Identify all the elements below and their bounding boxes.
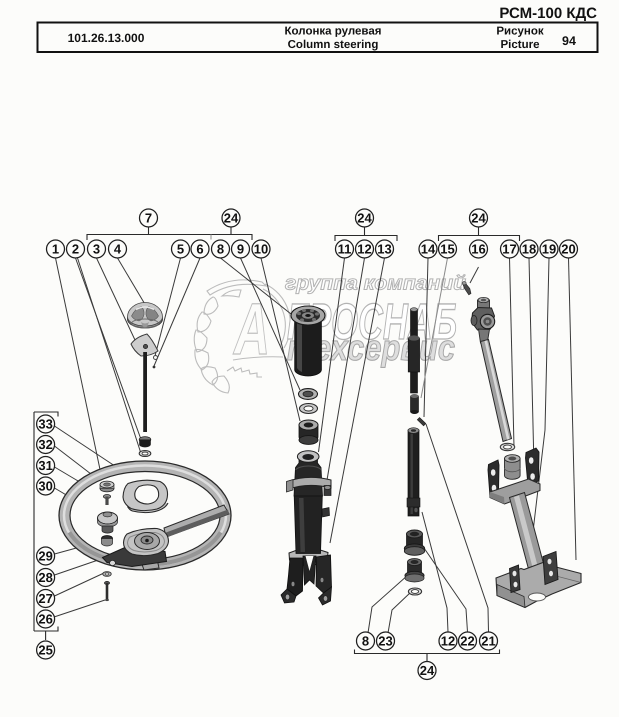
svg-text:23: 23: [378, 634, 392, 649]
svg-text:16: 16: [471, 242, 485, 257]
svg-text:25: 25: [38, 643, 52, 658]
svg-text:Column steering: Column steering: [288, 39, 379, 51]
svg-text:5: 5: [177, 242, 184, 257]
svg-text:24: 24: [224, 211, 239, 226]
svg-text:22: 22: [460, 634, 474, 649]
svg-text:26: 26: [38, 612, 52, 627]
svg-text:10: 10: [254, 242, 268, 257]
svg-text:12: 12: [441, 634, 455, 649]
svg-text:101.26.13.000: 101.26.13.000: [68, 31, 145, 45]
svg-text:4: 4: [114, 242, 122, 257]
svg-text:группа компаний: группа компаний: [285, 273, 466, 295]
svg-text:31: 31: [38, 458, 52, 473]
svg-text:30: 30: [38, 479, 52, 494]
svg-text:1: 1: [52, 242, 59, 257]
svg-text:21: 21: [481, 634, 495, 649]
svg-text:94: 94: [562, 34, 576, 48]
svg-text:Picture: Picture: [501, 39, 540, 51]
svg-text:13: 13: [377, 242, 391, 257]
svg-text:24: 24: [357, 211, 372, 226]
svg-text:Рисунок: Рисунок: [496, 26, 544, 38]
svg-text:6: 6: [196, 242, 203, 257]
svg-text:27: 27: [38, 591, 52, 606]
svg-text:15: 15: [440, 242, 454, 257]
svg-text:17: 17: [502, 242, 516, 257]
svg-text:7: 7: [145, 211, 152, 226]
svg-text:А: А: [233, 289, 270, 370]
svg-text:33: 33: [38, 417, 52, 432]
svg-text:8: 8: [362, 634, 369, 649]
svg-text:11: 11: [338, 242, 352, 257]
svg-text:12: 12: [357, 242, 371, 257]
svg-text:Колонка рулевая: Колонка рулевая: [285, 26, 382, 38]
svg-text:18: 18: [522, 242, 536, 257]
svg-text:28: 28: [38, 570, 52, 585]
svg-text:9: 9: [237, 242, 244, 257]
svg-text:2: 2: [72, 242, 79, 257]
svg-text:РСМ-100 КДС: РСМ-100 КДС: [499, 5, 597, 22]
svg-text:24: 24: [420, 663, 435, 678]
svg-text:32: 32: [38, 437, 52, 452]
svg-text:24: 24: [471, 211, 486, 226]
svg-text:8: 8: [217, 242, 224, 257]
svg-text:29: 29: [38, 549, 52, 564]
svg-text:20: 20: [561, 242, 575, 257]
svg-text:14: 14: [421, 242, 436, 257]
svg-text:3: 3: [93, 242, 100, 257]
svg-text:19: 19: [542, 242, 556, 257]
